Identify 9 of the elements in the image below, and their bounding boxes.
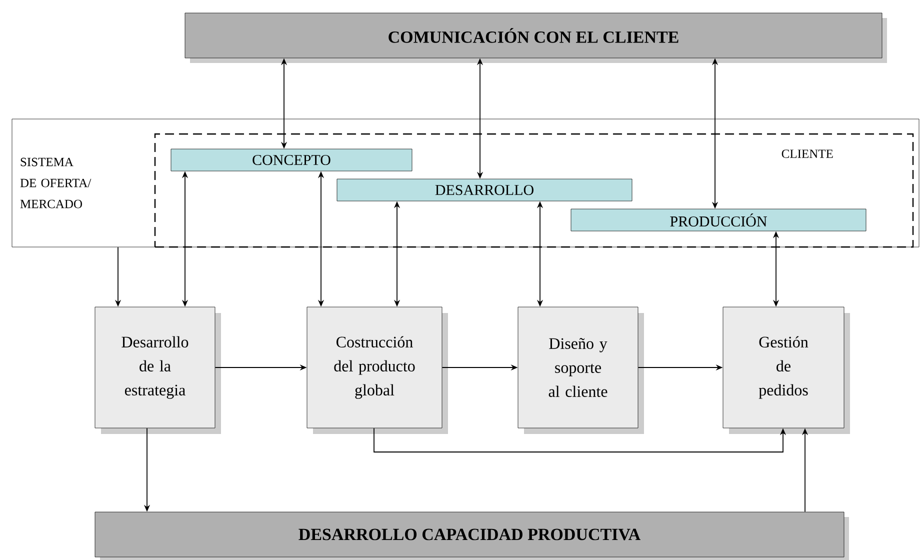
process-box: Desarrollo de la estrategia: [94, 306, 221, 434]
phase-box: DESARROLLO: [336, 178, 632, 202]
banner-box: COMUNICACIÓN CON EL CLIENTE: [184, 12, 887, 63]
banner-box: DESARROLLO CAPACIDAD PRODUCTIVA: [94, 512, 849, 560]
phase-box: CONCEPTO: [170, 148, 412, 172]
process-box: Diseño y soporte al cliente: [518, 306, 644, 434]
process-box: Costrucción del producto global: [306, 306, 448, 434]
phase-box: PRODUCCIÓN: [570, 208, 866, 232]
process-box: Gestión de pedidos: [722, 306, 850, 434]
